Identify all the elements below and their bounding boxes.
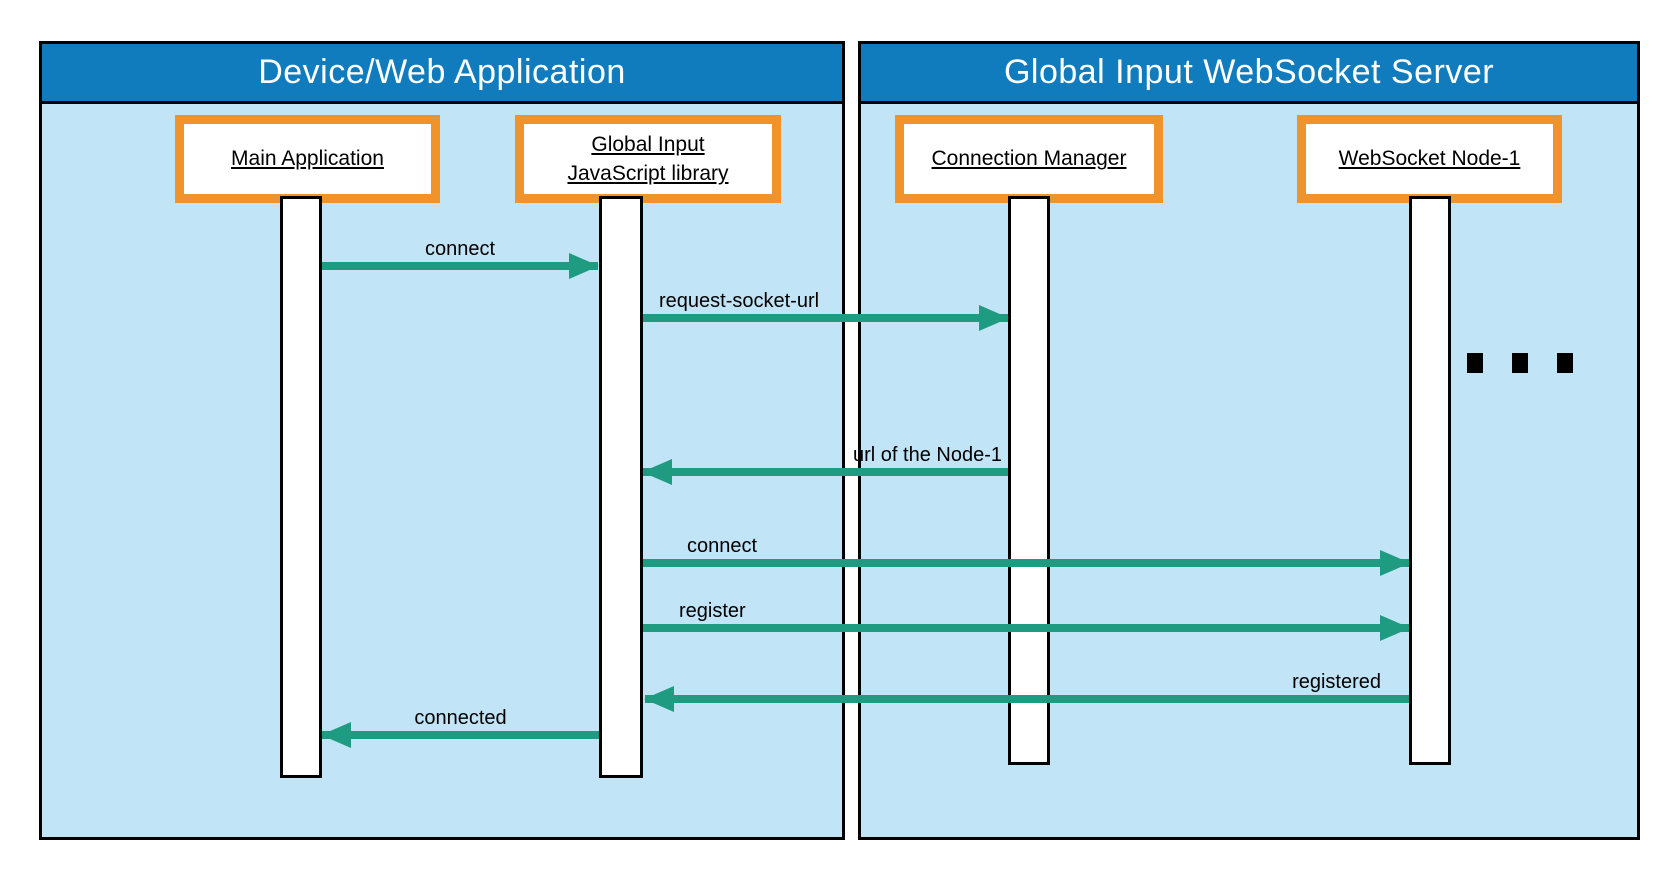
- arrowhead-right-icon: [1380, 550, 1410, 576]
- message-label: register: [679, 600, 746, 622]
- arrowhead-left-icon: [321, 722, 351, 748]
- container-header-device-web-application: Device/Web Application: [42, 44, 842, 104]
- message-connected: connected: [321, 705, 599, 748]
- arrowhead-right-icon: [979, 305, 1009, 331]
- message-label: connect: [687, 535, 758, 557]
- message-label: request-socket-url: [659, 290, 820, 312]
- message-connect-1: connect: [322, 236, 599, 279]
- arrowhead-right-icon: [569, 253, 599, 279]
- ellipsis-dot-icon: [1557, 353, 1573, 373]
- message-line: [643, 559, 1409, 567]
- message-line: [322, 731, 599, 739]
- message-line: [645, 695, 1409, 703]
- lifeline-bar-connection-manager: [1008, 196, 1050, 765]
- message-connect-2: connect: [643, 533, 1410, 576]
- message-label: connect: [424, 238, 496, 260]
- container-title: Device/Web Application: [258, 53, 626, 91]
- arrowhead-left-icon: [642, 459, 672, 485]
- container-header-global-input-websocket-server: Global Input WebSocket Server: [861, 44, 1637, 104]
- message-url-of-the-node-1: url of the Node-1: [642, 442, 1008, 485]
- actor-websocket-node-1: WebSocket Node-1: [1297, 115, 1562, 203]
- message-line: [643, 624, 1409, 632]
- message-registered: registered: [644, 669, 1409, 712]
- message-label: connected: [414, 707, 507, 729]
- lifeline-bar-websocket-node-1: [1409, 196, 1451, 765]
- ellipsis-dot-icon: [1512, 353, 1528, 373]
- message-request-socket-url: request-socket-url: [643, 288, 1009, 331]
- actor-global-input-js-library: Global Input JavaScript library: [515, 115, 781, 203]
- actor-connection-manager: Connection Manager: [895, 115, 1163, 203]
- message-register: register: [643, 598, 1410, 641]
- actor-label: Global Input JavaScript library: [567, 132, 729, 185]
- message-label: url of the Node-1: [853, 444, 1002, 466]
- actor-main-application: Main Application: [175, 115, 440, 203]
- arrowhead-left-icon: [644, 686, 674, 712]
- actor-label: WebSocket Node-1: [1338, 147, 1521, 171]
- lifeline-bar-global-input-js-library: [599, 196, 643, 778]
- ellipsis-dot-icon: [1467, 353, 1483, 373]
- actor-label: Connection Manager: [931, 147, 1127, 171]
- message-line: [322, 262, 598, 270]
- actor-label: Main Application: [231, 147, 384, 171]
- message-line: [643, 468, 1008, 476]
- lifeline-bar-main-application: [280, 196, 322, 778]
- message-label: registered: [1292, 671, 1381, 693]
- arrowhead-right-icon: [1380, 615, 1410, 641]
- message-line: [643, 314, 1008, 322]
- container-title: Global Input WebSocket Server: [1003, 53, 1495, 91]
